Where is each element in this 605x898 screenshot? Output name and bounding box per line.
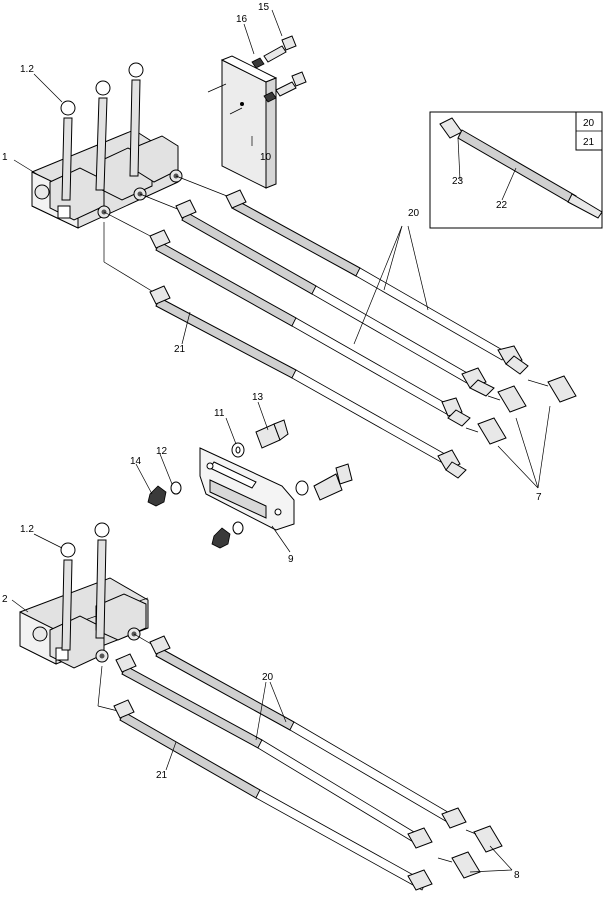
valve-assembly-two-lever [19, 522, 149, 669]
callout-20-bottom: 20 [262, 672, 274, 683]
callout-2: 2 [2, 594, 8, 605]
callout-10: 10 [260, 152, 272, 163]
callout-20-top: 20 [408, 208, 420, 219]
callout-15: 15 [258, 2, 270, 13]
callout-13: 13 [252, 392, 264, 403]
inset-ref-20: 20 [583, 118, 595, 129]
callout-23: 23 [452, 176, 464, 187]
inset-ref-21: 21 [583, 137, 595, 148]
callout-1-2-bottom: 1.2 [20, 524, 34, 535]
valve-assembly-three-lever [31, 62, 183, 229]
callout-11: 11 [214, 408, 225, 419]
hose-routing-lines-top [103, 175, 233, 297]
hose-set-bottom [113, 635, 467, 891]
callout-7: 7 [536, 492, 542, 503]
hardware-11-12-13-14 [147, 419, 353, 549]
callout-1-2-top: 1.2 [20, 64, 34, 75]
callout-9: 9 [288, 554, 294, 565]
adapter-fittings-7 [465, 375, 577, 445]
adapter-fittings-8 [437, 825, 503, 879]
hose-set-top [149, 189, 529, 479]
detail-inset [429, 111, 603, 229]
mounting-bracket-9 [199, 447, 295, 531]
callout-21-top: 21 [174, 344, 186, 355]
callout-16: 16 [236, 14, 248, 25]
callout-labels: 1.2 1 15 16 10 20 21 11 13 12 14 9 7 1.2… [2, 2, 595, 881]
callout-14: 14 [130, 456, 142, 467]
callout-22: 22 [496, 200, 508, 211]
callout-1: 1 [2, 152, 8, 163]
bolt-and-washer-15-16 [251, 35, 307, 103]
callout-12: 12 [156, 446, 168, 457]
callout-8: 8 [514, 870, 520, 881]
leader-lines [11, 9, 551, 873]
mounting-plate-bracket [207, 55, 278, 189]
callout-21-bottom: 21 [156, 770, 168, 781]
